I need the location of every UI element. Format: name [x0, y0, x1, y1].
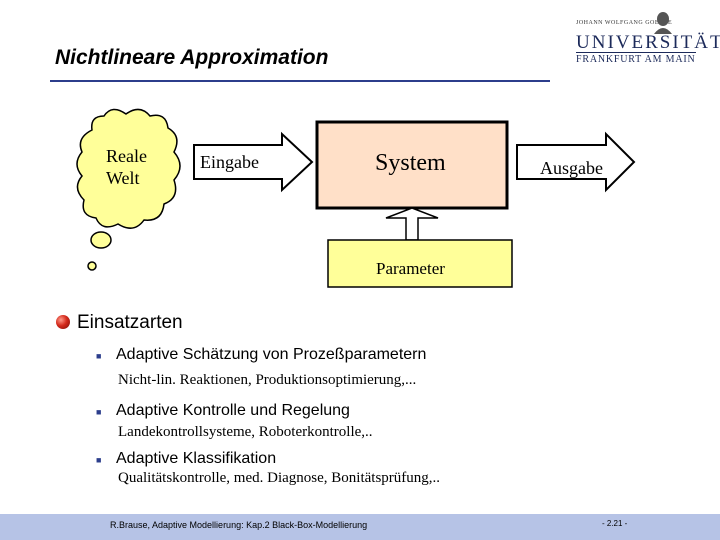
- item-label: Adaptive Klassifikation: [116, 450, 277, 467]
- logo-city: FRANKFURT AM MAIN: [576, 54, 696, 65]
- reale-welt-cloud: [76, 108, 181, 229]
- footer-bar: [0, 514, 720, 540]
- item-detail: Qualitätskontrolle, med. Diagnose, Bonit…: [118, 470, 441, 486]
- square-bullet-icon: ■: [96, 351, 102, 361]
- parameter-box: [327, 239, 513, 288]
- logo-divider: [576, 52, 696, 53]
- logo-top-line: JOHANN WOLFGANG GOETHE: [576, 20, 673, 26]
- item-label: Adaptive Kontrolle und Regelung: [116, 402, 350, 419]
- system-box: [315, 120, 509, 210]
- page-number: - 2.21 -: [602, 519, 628, 528]
- system-diagram: [76, 108, 636, 288]
- parameter-up-arrow: [385, 207, 439, 241]
- square-bullet-icon: ■: [96, 455, 102, 465]
- input-label: Eingabe: [200, 152, 259, 172]
- square-bullet-icon: ■: [96, 407, 102, 417]
- cloud-label: Reale Welt: [106, 145, 147, 189]
- thought-bubble-small: [87, 261, 97, 271]
- logo-university-name: UNIVERSITÄT: [576, 32, 720, 53]
- item-label: Adaptive Schätzung von Prozeßparametern: [116, 346, 427, 363]
- output-label: Ausgabe: [540, 158, 603, 178]
- system-label: System: [375, 150, 446, 176]
- item-detail: Landekontrollsysteme, Roboterkontrolle,.…: [118, 424, 373, 440]
- cloud-label-line2: Welt: [106, 168, 140, 188]
- eingabe-arrow: [193, 131, 314, 193]
- item-detail: Nicht-lin. Reaktionen, Produktionsoptimi…: [118, 372, 417, 388]
- goethe-portrait-icon: [654, 12, 672, 34]
- thought-bubble-medium: [90, 231, 112, 249]
- slide-title: Nichtlineare Approximation: [55, 46, 329, 69]
- cloud-label-line1: Reale: [106, 146, 147, 166]
- title-underline: [50, 80, 550, 82]
- red-ball-bullet-icon: [56, 315, 70, 329]
- ausgabe-arrow: [516, 131, 636, 193]
- parameter-label: Parameter: [376, 259, 445, 278]
- section-heading: Einsatzarten: [77, 312, 183, 333]
- footer-text: R.Brause, Adaptive Modellierung: Kap.2 B…: [110, 520, 368, 530]
